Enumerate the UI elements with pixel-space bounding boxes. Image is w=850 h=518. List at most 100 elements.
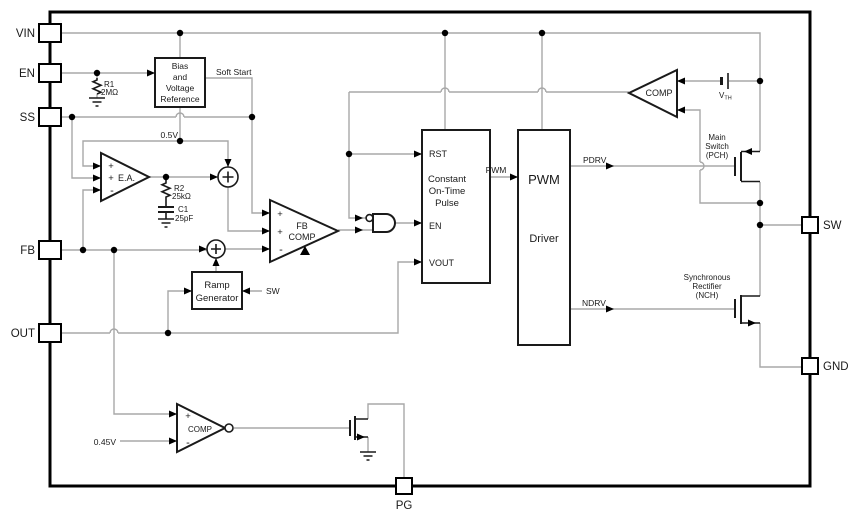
ea-label: E.A. bbox=[118, 173, 135, 183]
ref-045v-label: 0.45V bbox=[94, 437, 117, 447]
pin-sw bbox=[801, 216, 819, 234]
fbcomp-line2: COMP bbox=[289, 232, 316, 242]
net-ref05 bbox=[82, 107, 229, 167]
pin-en bbox=[38, 63, 62, 83]
net-swnode bbox=[759, 182, 802, 368]
summing-junction-1 bbox=[217, 166, 239, 188]
vth-label: VTH bbox=[719, 91, 732, 102]
sync-rect-line1: Synchronous bbox=[684, 273, 731, 282]
ea-plus1: + bbox=[108, 161, 114, 172]
vth-base: V bbox=[719, 91, 725, 100]
pgcomp-label: COMP bbox=[188, 425, 212, 434]
bias-line2: and bbox=[173, 72, 187, 82]
pin-label-vin: VIN bbox=[16, 28, 35, 40]
pg-comparator-inverter-bubble bbox=[224, 423, 234, 433]
r1-value: 2MΩ bbox=[101, 88, 118, 97]
ref-05v-label: 0.5V bbox=[161, 130, 179, 140]
pin-label-ss: SS bbox=[20, 112, 36, 124]
soft-start-label: Soft Start bbox=[216, 67, 252, 77]
ea-minus: - bbox=[110, 185, 114, 197]
summing-junction-2 bbox=[206, 239, 226, 259]
net-zc-out bbox=[348, 87, 629, 219]
net-pg bbox=[120, 403, 405, 478]
ramp-line1: Ramp bbox=[204, 280, 229, 291]
net-out bbox=[62, 261, 422, 334]
vth-source bbox=[720, 73, 729, 89]
arrowheads bbox=[93, 69, 685, 445]
pin-out bbox=[38, 323, 62, 343]
cot-vout: VOUT bbox=[429, 258, 455, 268]
pin-gnd bbox=[801, 357, 819, 375]
bias-reference-block bbox=[154, 57, 206, 108]
pwm-driver-block bbox=[517, 129, 571, 346]
sync-rect-line3: (NCH) bbox=[696, 291, 719, 300]
fbcomp-plus2: + bbox=[277, 227, 283, 238]
ground-r1 bbox=[89, 97, 105, 107]
c1-value: 25pF bbox=[175, 214, 193, 223]
driver-line2: Driver bbox=[529, 233, 559, 245]
fb-comparator-clamp-arrow bbox=[300, 246, 310, 255]
ea-plus2: + bbox=[108, 173, 114, 184]
pdrv-net-label: PDRV bbox=[583, 155, 607, 165]
pin-vin bbox=[38, 23, 62, 43]
pgcomp-minus: - bbox=[186, 437, 190, 449]
ramp-generator-block bbox=[191, 271, 243, 310]
cot-title1: Constant bbox=[428, 174, 466, 185]
pin-label-sw: SW bbox=[823, 220, 842, 232]
net-sum1-out bbox=[227, 187, 270, 232]
r2-value: 25kΩ bbox=[172, 192, 191, 201]
sync-rect-line2: Rectifier bbox=[692, 282, 722, 291]
c1-ref: C1 bbox=[178, 205, 189, 214]
net-vin bbox=[62, 32, 761, 151]
driver-line1: PWM bbox=[528, 172, 560, 187]
net-fb bbox=[62, 189, 207, 415]
pin-ss bbox=[38, 107, 62, 127]
r2-ref: R2 bbox=[174, 184, 185, 193]
pin-label-gnd: GND bbox=[823, 361, 849, 373]
sync-rectifier-nch bbox=[734, 295, 760, 327]
ramp-line2: Generator bbox=[196, 293, 239, 304]
and-gate bbox=[365, 213, 396, 233]
cot-title3: Pulse bbox=[435, 198, 459, 209]
pin-label-en: EN bbox=[19, 68, 35, 80]
cot-title2: On-Time bbox=[429, 186, 466, 197]
r1-ref: R1 bbox=[104, 80, 115, 89]
fbcomp-plus1: + bbox=[277, 209, 283, 220]
cot-en: EN bbox=[429, 221, 442, 231]
fbcomp-line1: FB bbox=[296, 221, 308, 231]
zero-cross-comparator bbox=[626, 68, 678, 119]
wires bbox=[62, 32, 802, 478]
resistor-r1 bbox=[91, 78, 103, 95]
pgcomp-plus: + bbox=[185, 411, 191, 422]
vth-sub: TH bbox=[724, 96, 731, 102]
zccomp-label: COMP bbox=[646, 88, 673, 98]
pwm-net-label: PWM bbox=[486, 165, 507, 175]
nch-arrow bbox=[748, 319, 756, 327]
pg-nmos-arrow bbox=[357, 433, 365, 441]
main-switch-pch bbox=[734, 148, 760, 183]
pch-arrow bbox=[744, 148, 752, 155]
sw-feedback-label: SW bbox=[266, 286, 280, 296]
bias-line3: Voltage bbox=[166, 83, 195, 93]
bias-line4: Reference bbox=[160, 94, 199, 104]
pg-nmos bbox=[349, 416, 368, 441]
error-amplifier bbox=[100, 151, 152, 203]
ndrv-net-label: NDRV bbox=[582, 298, 606, 308]
pg-comparator bbox=[176, 402, 228, 454]
bias-line1: Bias bbox=[172, 61, 189, 71]
pin-label-fb: FB bbox=[20, 245, 35, 257]
main-switch-line2: Switch bbox=[705, 142, 729, 151]
main-switch-line1: Main bbox=[708, 133, 725, 142]
main-switch-line3: (PCH) bbox=[706, 151, 729, 160]
pin-label-pg: PG bbox=[396, 500, 413, 512]
ground-pg bbox=[360, 451, 376, 461]
cot-rst: RST bbox=[429, 149, 448, 159]
pin-pg bbox=[395, 477, 413, 495]
constant-on-time-block bbox=[421, 129, 491, 284]
capacitor-c1 bbox=[158, 203, 174, 219]
net-softstart bbox=[205, 77, 270, 214]
ground-c1 bbox=[158, 218, 174, 228]
junction-dots bbox=[68, 29, 764, 337]
